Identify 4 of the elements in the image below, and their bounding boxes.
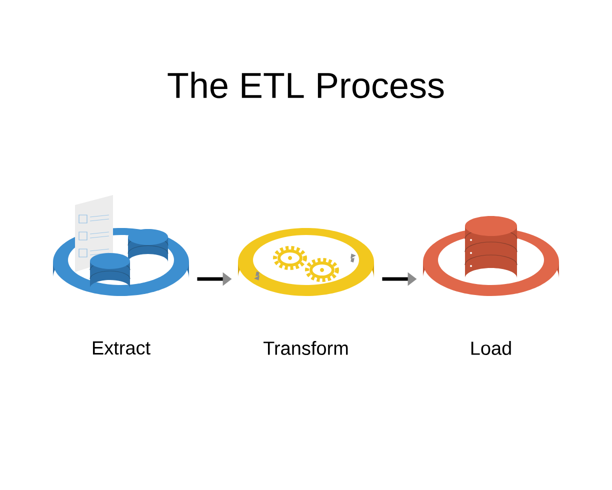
title: The ETL Process bbox=[168, 72, 444, 98]
step-label: Transform bbox=[264, 341, 348, 355]
step-label: Load bbox=[471, 341, 511, 355]
step-label: Extract bbox=[93, 341, 150, 355]
